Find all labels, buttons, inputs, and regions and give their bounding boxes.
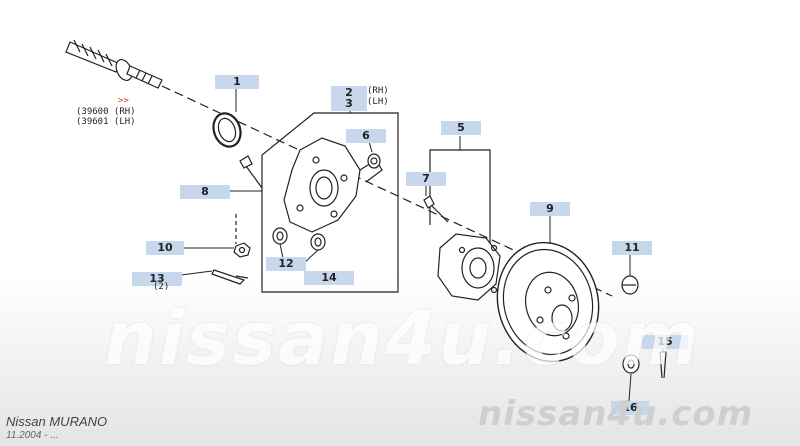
brake-disc — [496, 241, 600, 363]
callout-3[interactable]: 3 — [331, 97, 367, 111]
nut-6 — [367, 153, 381, 169]
note-quantity-13: (2) — [153, 282, 170, 292]
callout-13[interactable]: 13 — [132, 272, 182, 286]
bolt-7 — [423, 195, 449, 223]
note-rh: (RH) — [367, 86, 389, 96]
callout-16[interactable]: 16 — [611, 401, 649, 415]
bolt-8 — [235, 155, 263, 244]
callout-8[interactable]: 8 — [180, 185, 230, 199]
grease-cap — [621, 275, 639, 295]
callout-10[interactable]: 10 — [146, 241, 184, 255]
drive-shaft — [65, 39, 163, 89]
steering-knuckle — [283, 137, 383, 233]
watermark-small: nissan4u.com — [478, 394, 754, 434]
driveshaft-part-lh: (39601 (LH) — [76, 117, 136, 127]
hub-nut — [622, 354, 640, 374]
note-lh: (LH) — [367, 97, 389, 107]
leader-lines — [149, 84, 664, 402]
vehicle-model-title: Nissan MURANO — [6, 414, 108, 429]
production-date-range: 11.2004 - ... — [6, 430, 59, 441]
bushing-12 — [272, 227, 288, 245]
callout-5[interactable]: 5 — [441, 121, 481, 135]
callout-6[interactable]: 6 — [346, 129, 386, 143]
callout-15[interactable]: 15 — [642, 335, 688, 349]
callout-12[interactable]: 12 — [266, 257, 306, 271]
callout-11[interactable]: 11 — [612, 241, 652, 255]
hub-bearing — [437, 233, 501, 301]
cotter-pin-13 — [211, 269, 249, 285]
watermark-large: nissan4u.com — [104, 296, 701, 382]
knuckle-bracket-frame — [261, 112, 399, 293]
callout-14[interactable]: 14 — [304, 271, 354, 285]
callout-7[interactable]: 7 — [406, 172, 446, 186]
callout-9[interactable]: 9 — [530, 202, 570, 216]
callout-1[interactable]: 1 — [215, 75, 259, 89]
seal-ring — [212, 112, 242, 148]
nut-10 — [233, 242, 251, 258]
bushing-14 — [310, 233, 326, 251]
driveshaft-part-rh: (39600 (RH) — [76, 107, 136, 117]
callout-2[interactable]: 2 — [331, 86, 367, 100]
driveshaft-link-arrow[interactable]: >> — [118, 96, 129, 106]
